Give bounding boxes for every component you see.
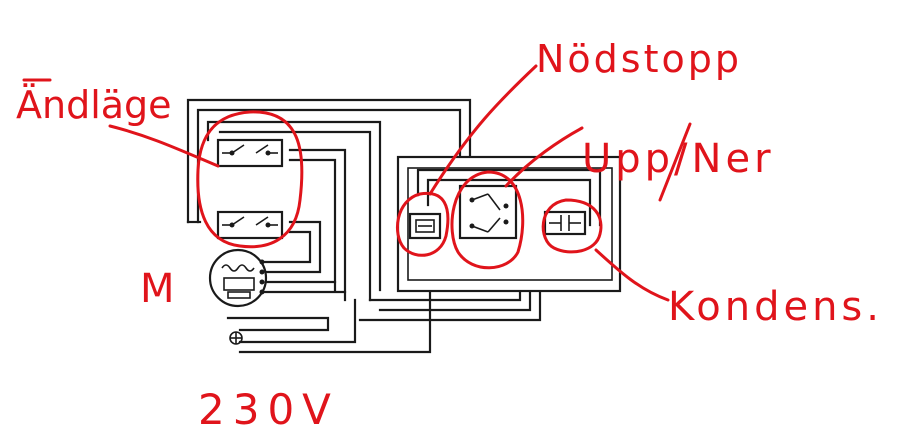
motor-icon	[208, 248, 268, 308]
annotation-labels: Ändläge M Nödstopp Upp/Ner Kondens. 230V	[16, 37, 883, 434]
ground-icon	[229, 331, 243, 345]
label-motor: M	[140, 266, 175, 312]
limit-switch-top	[216, 138, 284, 168]
up-down-switch	[458, 184, 518, 240]
wiring	[186, 98, 542, 354]
label-limit-switch: Ändläge	[16, 83, 172, 127]
capacitor-icon	[543, 210, 587, 236]
label-capacitor: Kondens.	[668, 284, 883, 330]
limit-switch-bottom	[216, 210, 284, 240]
label-emergency-stop: Nödstopp	[536, 37, 742, 81]
label-up-down: Upp/Ner	[582, 136, 775, 182]
switch-icon	[222, 144, 278, 156]
switch-icon	[222, 216, 278, 228]
label-supply: 230V	[198, 385, 339, 434]
annotation-marks	[22, 64, 692, 302]
emergency-stop-switch	[408, 212, 442, 240]
